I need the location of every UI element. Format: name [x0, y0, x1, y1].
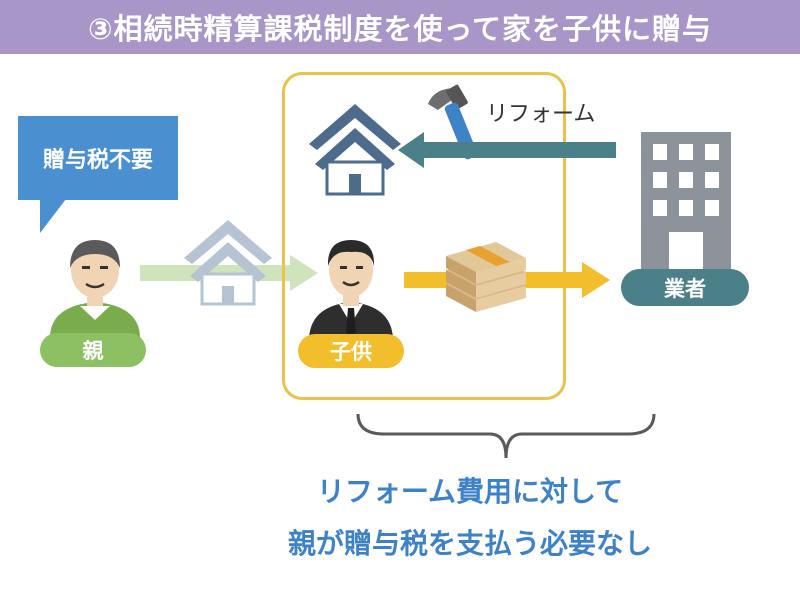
parent-label: 親: [40, 333, 146, 367]
brace-icon: [356, 413, 656, 459]
vendor-label: 業者: [621, 269, 749, 306]
bubble-tail: [40, 199, 66, 233]
money-stack-icon: [446, 242, 526, 312]
caption-line-1: リフォーム費用に対して: [316, 475, 624, 508]
child-frame: [282, 72, 566, 400]
page-title: ③相続時精算課税制度を使って家を子供に贈与: [0, 0, 800, 54]
child-label: 子供: [298, 334, 404, 368]
building-icon: [641, 132, 731, 272]
gifted-house-icon: [184, 220, 272, 306]
gift-tax-bubble: 贈与税不要: [18, 116, 178, 200]
reform-label: リフォーム: [486, 102, 596, 127]
caption-line-2: 親が贈与税を支払う必要なし: [287, 527, 652, 560]
reform-arrow-icon: [398, 132, 616, 168]
child-person-icon: [309, 240, 393, 338]
parent-person-icon: [50, 240, 140, 338]
house-icon: [309, 104, 401, 196]
